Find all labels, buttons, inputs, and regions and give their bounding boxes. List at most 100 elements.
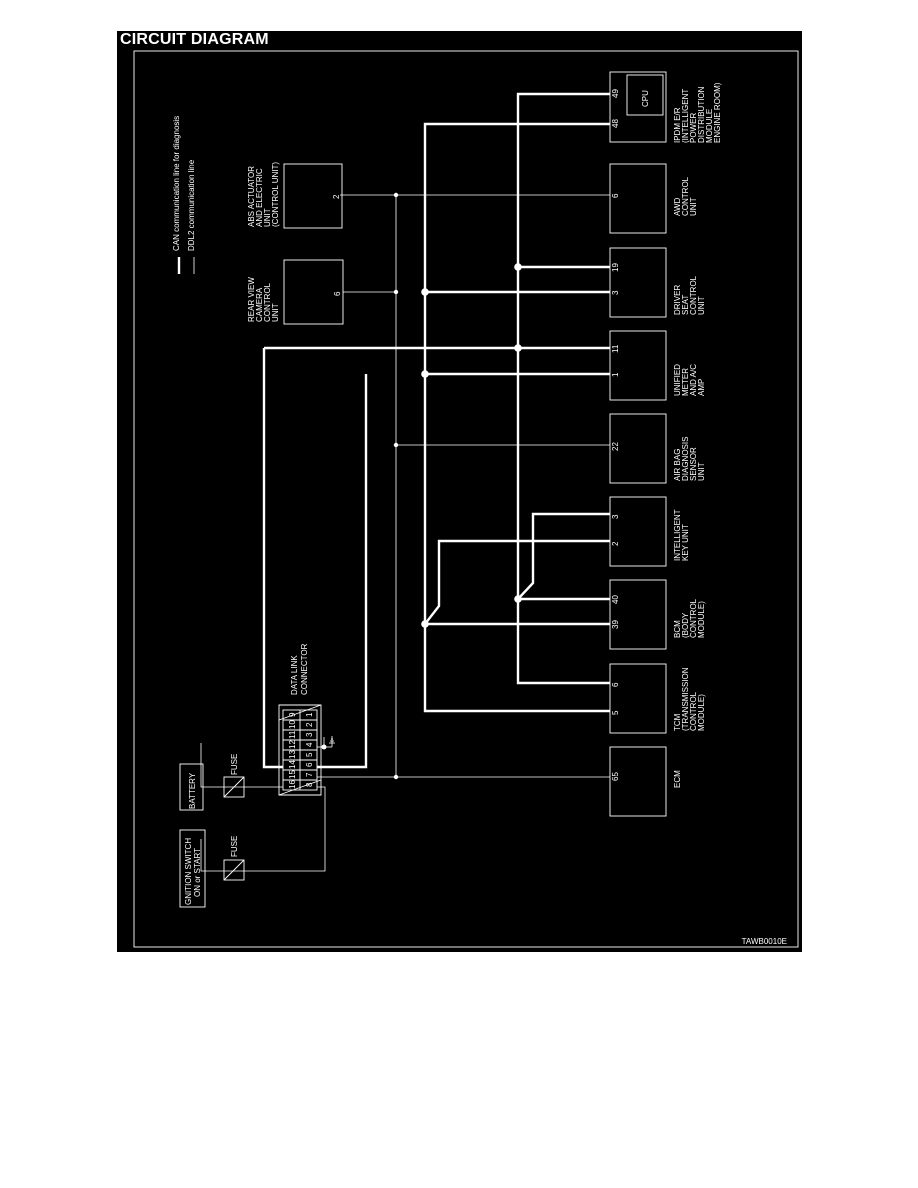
svg-text:22: 22 bbox=[611, 442, 620, 451]
dlc-pin-5: 5 bbox=[305, 752, 314, 757]
ignition-label-line2: ON or START bbox=[193, 848, 202, 897]
fuse-ignition bbox=[223, 859, 245, 881]
fuse-battery bbox=[223, 776, 245, 798]
svg-text:KEY UNIT: KEY UNIT bbox=[681, 524, 690, 561]
fuse-label-battery: FUSE bbox=[230, 754, 239, 775]
svg-text:UNIT: UNIT bbox=[689, 197, 698, 216]
svg-text:39: 39 bbox=[611, 620, 620, 629]
ipdm-unit: CPU 48 49 IPDM E/R (INTELLIGENT POWER DI… bbox=[609, 71, 722, 143]
dlc-pin-13: 13 bbox=[288, 750, 297, 759]
svg-text:UNIT: UNIT bbox=[697, 296, 706, 315]
driver-seat-unit: 3 19 DRIVER SEAT CONTROL UNIT bbox=[609, 247, 706, 318]
svg-text:CONTROL: CONTROL bbox=[689, 275, 698, 315]
dlc-pin-8: 8 bbox=[305, 782, 314, 787]
svg-text:INTELLIGENT: INTELLIGENT bbox=[673, 509, 682, 561]
dlc-pin-12: 12 bbox=[288, 740, 297, 749]
svg-text:UNIT: UNIT bbox=[697, 462, 706, 481]
ipdm-cpu-label: CPU bbox=[641, 90, 650, 107]
svg-text:UNIT: UNIT bbox=[263, 208, 272, 227]
svg-text:ABS ACTUATOR: ABS ACTUATOR bbox=[247, 166, 256, 227]
dlc-pin-2: 2 bbox=[305, 722, 314, 727]
dlc-label-line1: DATA LINK bbox=[290, 655, 299, 695]
battery-power-line bbox=[200, 743, 283, 788]
svg-text:49: 49 bbox=[611, 89, 620, 98]
dlc-pin-3: 3 bbox=[305, 732, 314, 737]
svg-text:AIR BAG: AIR BAG bbox=[673, 449, 682, 481]
svg-text:40: 40 bbox=[611, 595, 620, 604]
can-b-to-dlc bbox=[262, 348, 283, 769]
svg-text:(TRANSMISSION: (TRANSMISSION bbox=[681, 667, 690, 731]
intelligent-key-unit: 2 3 INTELLIGENT KEY UNIT bbox=[609, 496, 690, 567]
svg-text:AND ELECTRIC: AND ELECTRIC bbox=[255, 168, 264, 227]
unified-meter-unit: 1 11 UNIFIED METER AND A/C AMP bbox=[609, 330, 706, 401]
abs-actuator-unit: 2 ABS ACTUATOR AND ELECTRIC UNIT (CONTRO… bbox=[247, 162, 343, 229]
svg-text:SEAT: SEAT bbox=[681, 295, 690, 315]
svg-text:ENGINE ROOM): ENGINE ROOM) bbox=[713, 82, 722, 143]
dlc-pin-9: 9 bbox=[288, 712, 297, 717]
air-bag-unit: 22 AIR BAG DIAGNOSIS SENSOR UNIT bbox=[609, 413, 706, 484]
dlc-pin-1: 1 bbox=[305, 712, 314, 717]
svg-text:(CONTROL UNIT): (CONTROL UNIT) bbox=[271, 162, 280, 227]
figure-code: TAWB0010E bbox=[742, 937, 787, 946]
svg-text:CONTROL: CONTROL bbox=[681, 176, 690, 216]
dlc-pin-16: 16 bbox=[288, 780, 297, 789]
svg-text:6: 6 bbox=[333, 291, 342, 296]
inner-frame bbox=[133, 50, 799, 948]
svg-text:SENSOR: SENSOR bbox=[689, 447, 698, 481]
dlc-pin-6: 6 bbox=[305, 762, 314, 767]
dlc-pin-4: 4 bbox=[305, 742, 314, 747]
ipdm-cpu-box bbox=[626, 74, 664, 116]
svg-text:AMP: AMP bbox=[697, 379, 706, 396]
bcm-unit: 39 40 BCM (BODY CONTROL MODULE) bbox=[609, 579, 706, 650]
svg-text:CONTROL: CONTROL bbox=[689, 598, 698, 638]
rear-view-camera-unit: 6 REAR VIEW CAMERA CONTROL UNIT bbox=[247, 259, 344, 325]
svg-text:MODULE): MODULE) bbox=[697, 694, 706, 731]
ground-symbol bbox=[317, 736, 335, 748]
page-title: CIRCUIT DIAGRAM bbox=[120, 31, 269, 48]
legend-can-label: CAN communication line for diagnosis bbox=[172, 116, 181, 251]
svg-text:6: 6 bbox=[611, 193, 620, 198]
dlc-pin-7: 7 bbox=[305, 772, 314, 777]
svg-text:2: 2 bbox=[611, 541, 620, 546]
svg-text:AWD: AWD bbox=[673, 197, 682, 216]
svg-text:DISTRIBUTION: DISTRIBUTION bbox=[697, 86, 706, 143]
svg-text:CONTROL: CONTROL bbox=[689, 691, 698, 731]
svg-text:19: 19 bbox=[611, 263, 620, 272]
svg-text:MODULE): MODULE) bbox=[697, 601, 706, 638]
svg-text:IPDM E/R: IPDM E/R bbox=[673, 107, 682, 143]
svg-text:3: 3 bbox=[611, 290, 620, 295]
svg-text:CAMERA: CAMERA bbox=[255, 287, 264, 322]
svg-text:11: 11 bbox=[611, 344, 620, 353]
svg-text:AND A/C: AND A/C bbox=[689, 364, 698, 396]
can-b-intelligent-key bbox=[517, 512, 610, 600]
awd-unit: 6 AWD CONTROL UNIT bbox=[609, 163, 698, 234]
battery-label: BATTERY bbox=[188, 772, 197, 809]
tcm-unit: 5 6 TCM (TRANSMISSION CONTROL MODULE) bbox=[609, 663, 706, 734]
dlc-pin-14: 14 bbox=[288, 760, 297, 769]
dlc-pin-15: 15 bbox=[288, 770, 297, 779]
legend: CAN communication line for diagnosis DDL… bbox=[172, 116, 196, 274]
can-a-to-dlc bbox=[317, 374, 368, 769]
svg-text:MODULE: MODULE bbox=[705, 109, 714, 143]
svg-text:UNIT: UNIT bbox=[271, 303, 280, 322]
circuit-diagram-figure: CIRCUIT DIAGRAM bbox=[117, 31, 802, 952]
svg-text:DIAGNOSIS: DIAGNOSIS bbox=[681, 437, 690, 481]
ignition-switch-box: GNITION SWITCH ON or START bbox=[179, 829, 206, 908]
junction-dots bbox=[321, 192, 522, 780]
circuit-diagram: BATTERY GNITION SWITCH ON or START FUSE … bbox=[133, 50, 799, 948]
battery-box: BATTERY bbox=[179, 763, 204, 811]
svg-text:65: 65 bbox=[611, 772, 620, 781]
svg-text:METER: METER bbox=[681, 368, 690, 396]
svg-text:UNIFIED: UNIFIED bbox=[673, 364, 682, 396]
dlc-pin-11: 11 bbox=[288, 730, 297, 739]
legend-ddl2-label: DDL2 communication line bbox=[187, 159, 196, 251]
svg-text:2: 2 bbox=[332, 194, 341, 199]
svg-text:6: 6 bbox=[611, 682, 620, 687]
svg-text:1: 1 bbox=[611, 372, 620, 377]
svg-text:DRIVER: DRIVER bbox=[673, 285, 682, 315]
svg-text:ECM: ECM bbox=[673, 770, 682, 788]
ignition-power-line bbox=[200, 786, 326, 872]
svg-text:(INTELLIGENT: (INTELLIGENT bbox=[681, 89, 690, 143]
svg-text:REAR VIEW: REAR VIEW bbox=[247, 277, 256, 322]
ignition-label-line1: GNITION SWITCH bbox=[184, 838, 193, 905]
